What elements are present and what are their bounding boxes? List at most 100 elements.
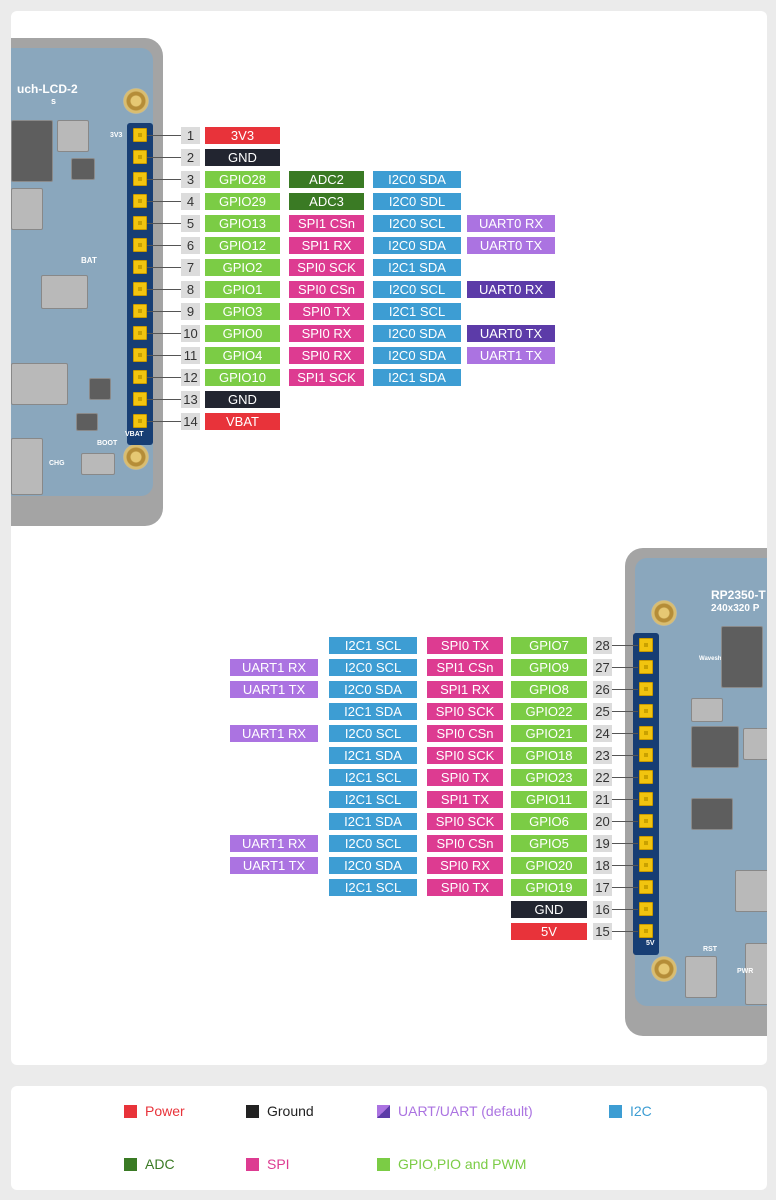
pin-number: 17 (593, 879, 612, 896)
pin-connector (612, 733, 638, 734)
pin-label-uart: UART1 RX (230, 835, 318, 852)
legend-swatch (377, 1158, 390, 1171)
pin-connector (147, 179, 181, 180)
header-pin (133, 216, 147, 230)
pin-number: 28 (593, 637, 612, 654)
pin-label-gpio: GPIO0 (205, 325, 280, 342)
pin-label-gpio: GPIO4 (205, 347, 280, 364)
top-board-model: uch-LCD-2 (17, 82, 78, 96)
pin-connector (612, 843, 638, 844)
pin-connector (612, 931, 638, 932)
pin-connector (612, 711, 638, 712)
mount-hole-bottom-right (651, 956, 677, 982)
legend-label: UART/UART (default) (398, 1103, 533, 1119)
brand-text: Waveshare (699, 656, 731, 662)
legend-swatch (124, 1105, 137, 1118)
pin-label-spi: SPI0 TX (427, 769, 503, 786)
pin-label-power: 5V (511, 923, 587, 940)
pin-label-i2c: I2C0 SDA (329, 857, 417, 874)
pin-number: 12 (181, 369, 200, 386)
pin-number: 27 (593, 659, 612, 676)
pin-connector (147, 377, 181, 378)
legend-swatch (609, 1105, 622, 1118)
pin-connector (147, 399, 181, 400)
pin-label-uart: UART1 RX (230, 659, 318, 676)
pin-connector (147, 135, 181, 136)
bottom-board-subtext: 240x320 P (711, 603, 760, 614)
header-pin (639, 880, 653, 894)
pin-label-i2c: I2C0 SCL (329, 835, 417, 852)
pin-label-i2c: I2C1 SDA (329, 703, 417, 720)
pin-label-gpio: GPIO20 (511, 857, 587, 874)
pin-label-spi: SPI0 CSn (427, 835, 503, 852)
pin-number: 23 (593, 747, 612, 764)
pin-number: 7 (181, 259, 200, 276)
pin-label-i2c: I2C0 SDA (373, 171, 461, 188)
pin-label-i2c: I2C0 SDA (329, 681, 417, 698)
pin-label-uartd: UART0 TX (467, 325, 555, 342)
boot-label: BOOT (97, 440, 118, 447)
pin-label-adc: ADC2 (289, 171, 364, 188)
pin-label-i2c: I2C1 SDA (373, 259, 461, 276)
pin-label-gpio: GPIO28 (205, 171, 280, 188)
pin-label-i2c: I2C0 SCL (329, 725, 417, 742)
legend-swatch (246, 1105, 259, 1118)
pin-label-i2c: I2C0 SCL (329, 659, 417, 676)
pin-label-gpio: GPIO6 (511, 813, 587, 830)
pin-label-spi: SPI0 TX (427, 879, 503, 896)
pin-number: 4 (181, 193, 200, 210)
pin-label-i2c: I2C0 SCL (373, 215, 461, 232)
legend-label: ADC (145, 1156, 175, 1172)
header-pin (639, 792, 653, 806)
header-pin (639, 704, 653, 718)
pin-label-spi: SPI1 RX (427, 681, 503, 698)
rst-label: RST (703, 946, 717, 953)
pin-label-i2c: I2C0 SCL (373, 281, 461, 298)
pin-label-gpio: GPIO9 (511, 659, 587, 676)
pin-label-ground: GND (511, 901, 587, 918)
pin-label-gpio: GPIO21 (511, 725, 587, 742)
pin-number: 14 (181, 413, 200, 430)
pin-number: 22 (593, 769, 612, 786)
pin-label-spi: SPI0 SCK (427, 703, 503, 720)
pin-label-ground: GND (205, 391, 280, 408)
pin-number: 16 (593, 901, 612, 918)
header-pin (133, 238, 147, 252)
pin-label-gpio: GPIO7 (511, 637, 587, 654)
pin-connector (612, 777, 638, 778)
legend-swatch (246, 1158, 259, 1171)
pin-label-spi: SPI0 CSn (289, 281, 364, 298)
pin-label-uart: UART1 TX (230, 681, 318, 698)
pin-label-spi: SPI1 CSn (427, 659, 503, 676)
header-pin (639, 748, 653, 762)
legend-label: GPIO,PIO and PWM (398, 1156, 527, 1172)
bottom-5v-label: 5V (646, 940, 655, 947)
header-pin (133, 370, 147, 384)
pin-label-ground: GND (205, 149, 280, 166)
pin-connector (147, 311, 181, 312)
pin-label-spi: SPI0 SCK (289, 259, 364, 276)
pwr-label: PWR (737, 968, 754, 975)
pin-label-gpio: GPIO1 (205, 281, 280, 298)
pin-number: 24 (593, 725, 612, 742)
legend-label: SPI (267, 1156, 290, 1172)
legend-label: I2C (630, 1103, 652, 1119)
pin-label-spi: SPI0 CSn (427, 725, 503, 742)
pin-number: 19 (593, 835, 612, 852)
pin-label-adc: ADC3 (289, 193, 364, 210)
pin-label-power: 3V3 (205, 127, 280, 144)
pin-number: 8 (181, 281, 200, 298)
pin-label-gpio: GPIO2 (205, 259, 280, 276)
pin-connector (612, 887, 638, 888)
pin-connector (612, 667, 638, 668)
header-pin (133, 348, 147, 362)
header-pin (639, 814, 653, 828)
pin-label-uart: UART1 TX (467, 347, 555, 364)
pin-connector (147, 245, 181, 246)
pin-connector (147, 223, 181, 224)
pin-number: 2 (181, 149, 200, 166)
pin-label-gpio: GPIO3 (205, 303, 280, 320)
header-pin (639, 902, 653, 916)
pin-label-spi: SPI1 CSn (289, 215, 364, 232)
